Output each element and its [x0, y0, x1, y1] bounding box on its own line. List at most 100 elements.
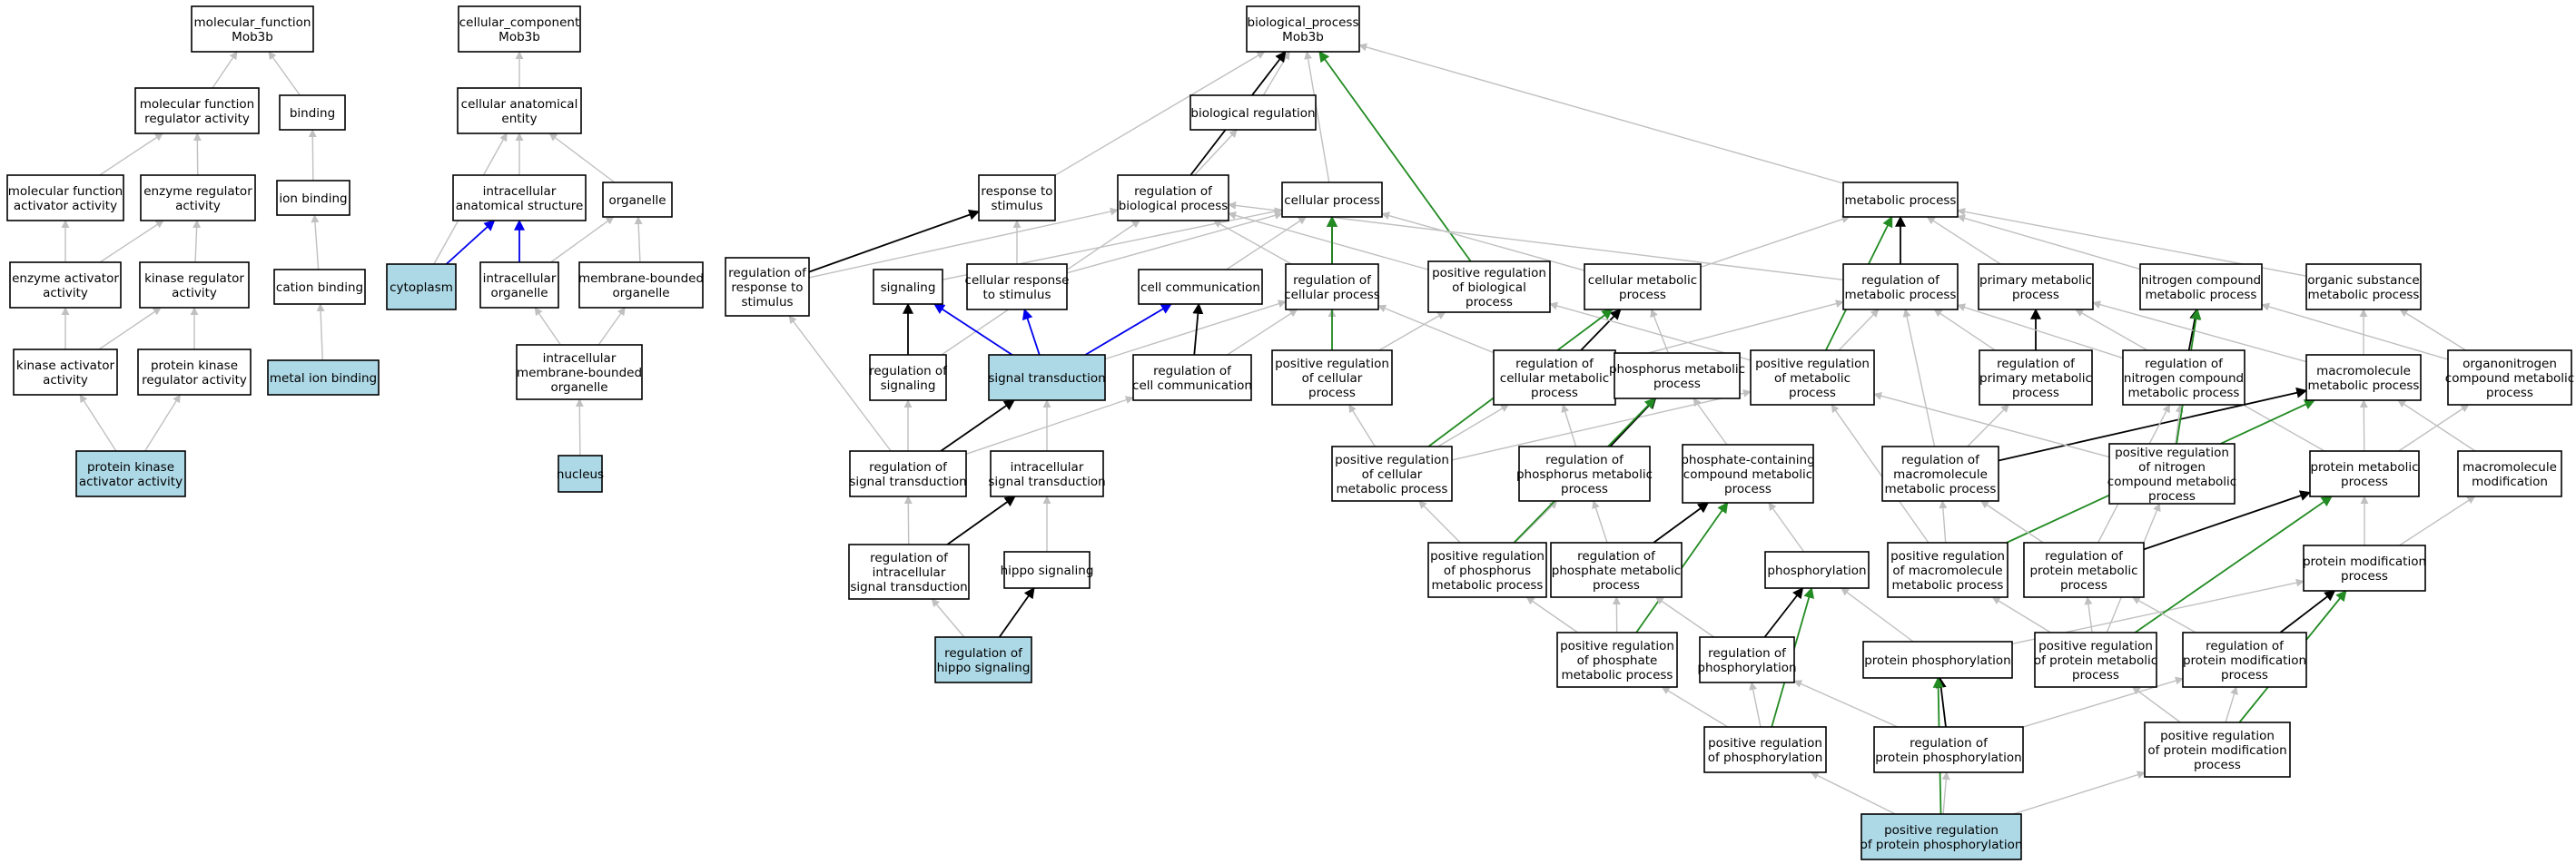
term-label: hippo signaling: [937, 661, 1031, 675]
go-term-cytoplasm[interactable]: cytoplasm: [386, 263, 457, 310]
term-box: [1138, 269, 1263, 305]
go-term-bio-reg[interactable]: biological regulation: [1189, 94, 1317, 131]
term-label: organic substance: [2307, 273, 2419, 288]
term-box: [1873, 726, 2024, 773]
term-label: activity: [175, 199, 221, 213]
term-label: process: [2012, 288, 2059, 302]
go-term-sig-trans[interactable]: signal transduction: [988, 354, 1106, 401]
go-term-binding[interactable]: binding: [279, 94, 346, 131]
term-label: signal transduction: [849, 475, 966, 489]
term-label: regulation of: [1545, 453, 1624, 467]
term-label: metabolic process: [2308, 378, 2420, 393]
term-label: of macromolecule: [1892, 564, 2002, 578]
term-label: phosphorylation: [1697, 661, 1796, 675]
edge-pk_act-to-pk_reg: [144, 394, 181, 452]
edge-mf_act-to-mf_reg: [99, 133, 163, 176]
go-term-hippo[interactable]: hippo signaling: [1001, 551, 1094, 589]
term-label: positive regulation: [2038, 639, 2153, 653]
edge-pos_reg_pmod-to-reg_pmod: [2225, 686, 2238, 723]
term-label: organelle: [608, 193, 666, 208]
go-term-cell-comm[interactable]: cell communication: [1138, 269, 1263, 305]
go-term-met-proc[interactable]: metabolic process: [1842, 182, 1959, 218]
term-label: biological regulation: [1190, 106, 1315, 121]
go-term-nucleus[interactable]: nucleus: [557, 455, 604, 493]
go-term-cation-binding[interactable]: cation binding: [273, 269, 366, 305]
go-term-ion-binding[interactable]: ion binding: [276, 180, 350, 216]
term-label: phosphate metabolic: [1552, 564, 1681, 578]
go-term-phosphorylation[interactable]: phosphorylation: [1764, 551, 1870, 589]
term-label: cytoplasm: [390, 280, 453, 295]
term-label: metal ion binding: [270, 371, 377, 386]
term-label: positive regulation: [1708, 736, 1822, 751]
go-term-organelle[interactable]: organelle: [602, 182, 673, 218]
go-term-signaling[interactable]: signaling: [873, 269, 943, 305]
edge-cell_proc-to-bp_root: [1304, 51, 1330, 183]
term-box: [140, 174, 256, 221]
go-term-cell-proc[interactable]: cellular process: [1281, 182, 1383, 218]
go-term-metal-ion[interactable]: metal ion binding: [267, 359, 380, 396]
go-term-prot-phos[interactable]: protein phosphorylation: [1862, 641, 2013, 679]
